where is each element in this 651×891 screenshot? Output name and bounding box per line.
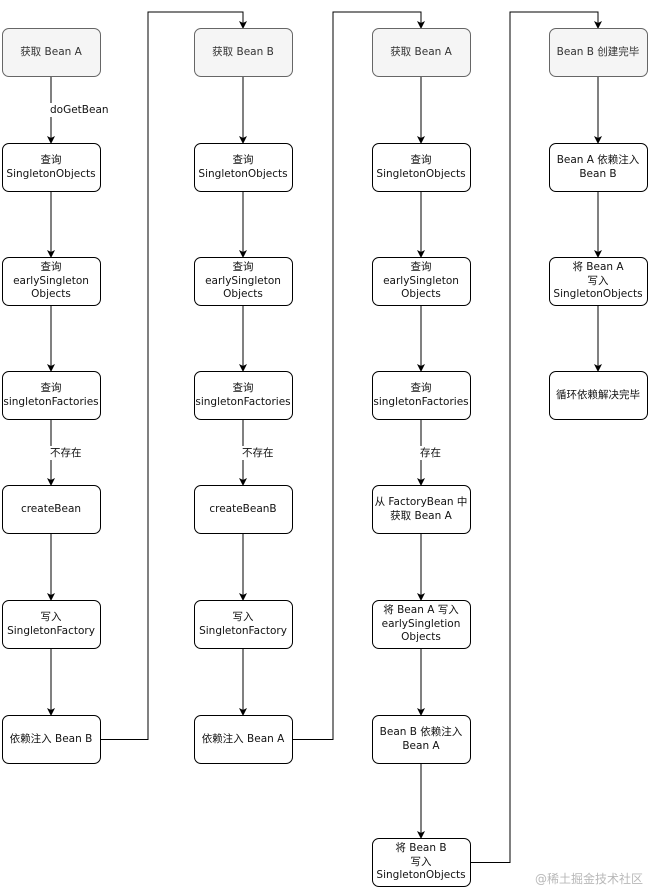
edge-label-c2n4-c2n5: 不存在 (241, 445, 275, 460)
node-c2n4: 查询 singletonFactories (193, 371, 293, 420)
node-c4n4: 循环依赖解决完毕 (548, 371, 648, 420)
node-c4n2: Bean A 依赖注入 Bean B (548, 143, 648, 192)
node-c4n3: 将 Bean A 写入 SingletonObjects (548, 257, 648, 306)
node-c1n1: 获取 Bean A (1, 28, 101, 77)
node-c2n5: createBeanB (193, 485, 293, 534)
edge-c3n8-c4n1 (470, 11, 602, 863)
node-c2n7: 依赖注入 Bean A (193, 715, 293, 764)
node-c3n8: 将 Bean B 写入 SingletonObjects (371, 838, 471, 887)
node-c3n1: 获取 Bean A (371, 28, 471, 77)
node-c1n7: 依赖注入 Bean B (1, 715, 101, 764)
node-c2n1: 获取 Bean B (193, 28, 293, 77)
node-c3n7: Bean B 依赖注入 Bean A (371, 715, 471, 764)
node-c2n3: 查询 earlySingleton Objects (193, 257, 293, 306)
edge-c2n7-c3n1 (292, 11, 425, 740)
node-c2n6: 写入 SingletonFactory (193, 600, 293, 649)
node-c1n6: 写入 SingletonFactory (1, 600, 101, 649)
watermark: @稀土掘金技术社区 (534, 872, 643, 886)
node-c1n2: 查询 SingletonObjects (1, 143, 101, 192)
node-c3n5: 从 FactoryBean 中 获取 Bean A (371, 485, 471, 534)
node-c3n3: 查询 earlySingleton Objects (371, 257, 471, 306)
node-c2n2: 查询 SingletonObjects (193, 143, 293, 192)
node-c1n3: 查询 earlySingleton Objects (1, 257, 101, 306)
node-c3n6: 将 Bean A 写入 earlySingletion Objects (371, 600, 471, 649)
edge-label-c1n1-c1n2: doGetBean (49, 103, 110, 117)
node-c3n2: 查询 SingletonObjects (371, 143, 471, 192)
edge-label-c3n4-c3n5: 存在 (419, 445, 442, 460)
edge-c1n7-c2n1 (100, 11, 247, 740)
node-c3n4: 查询 singletonFactories (371, 371, 471, 420)
node-c1n5: createBean (1, 485, 101, 534)
node-c1n4: 查询 singletonFactories (1, 371, 101, 420)
node-c4n1: Bean B 创建完毕 (548, 28, 648, 77)
edge-label-c1n4-c1n5: 不存在 (49, 445, 83, 460)
